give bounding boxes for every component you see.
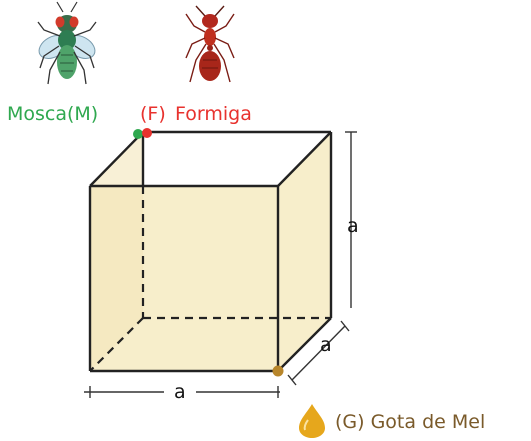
height-dimension [345,131,357,308]
point-m [133,129,143,139]
height-label: a [347,215,359,237]
point-g [272,365,284,377]
hidden-edge-left-bottom [89,317,144,372]
left-face-shade [90,132,143,371]
honey-drop-icon [299,404,325,438]
ant-label: Formiga [175,103,252,125]
right-face [278,132,331,371]
fly-label: Mosca(M) [7,103,98,125]
fly-icon [37,1,97,85]
point-f [142,128,152,138]
ant-icon [185,5,235,83]
width-label: a [174,381,186,403]
edge-top-right [277,131,332,187]
width-dimension [84,386,280,398]
edge-top-left [89,131,144,187]
depth-dimension [287,320,350,386]
edge-bottom-right [277,317,332,372]
ant-point-label: (F) [140,103,166,125]
cube [88,130,333,373]
depth-label: a [320,334,332,356]
honey-label: (G) Gota de Mel [335,411,485,433]
